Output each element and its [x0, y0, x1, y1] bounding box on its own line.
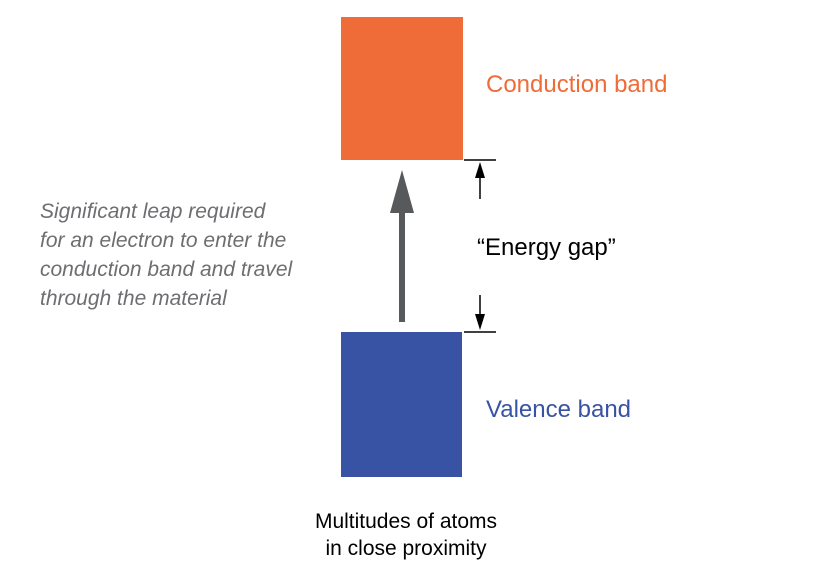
leap-note-line: for an electron to enter the	[40, 229, 287, 252]
conduction-band-block	[341, 17, 463, 160]
atoms-caption: Multitudes of atoms in close proximity	[256, 508, 556, 562]
gap-bottom-arrow-head	[475, 314, 485, 330]
atoms-caption-line: in close proximity	[325, 537, 487, 560]
valence-band-block	[341, 332, 462, 477]
gap-markers	[464, 159, 496, 333]
leap-note-line: conduction band and travel	[40, 258, 293, 281]
leap-arrow-head	[390, 170, 414, 213]
atoms-caption-line: Multitudes of atoms	[314, 510, 498, 533]
leap-note-line: Significant leap required	[40, 200, 266, 223]
leap-arrow	[390, 170, 414, 322]
valence-band-label: Valence band	[486, 396, 632, 423]
gap-top-arrow-head	[475, 162, 485, 178]
energy-gap-label: “Energy gap”	[477, 234, 616, 261]
leap-note: Significant leap required for an electro…	[40, 197, 292, 313]
leap-note-line: through the material	[40, 287, 227, 310]
conduction-band-label: Conduction band	[486, 71, 668, 98]
